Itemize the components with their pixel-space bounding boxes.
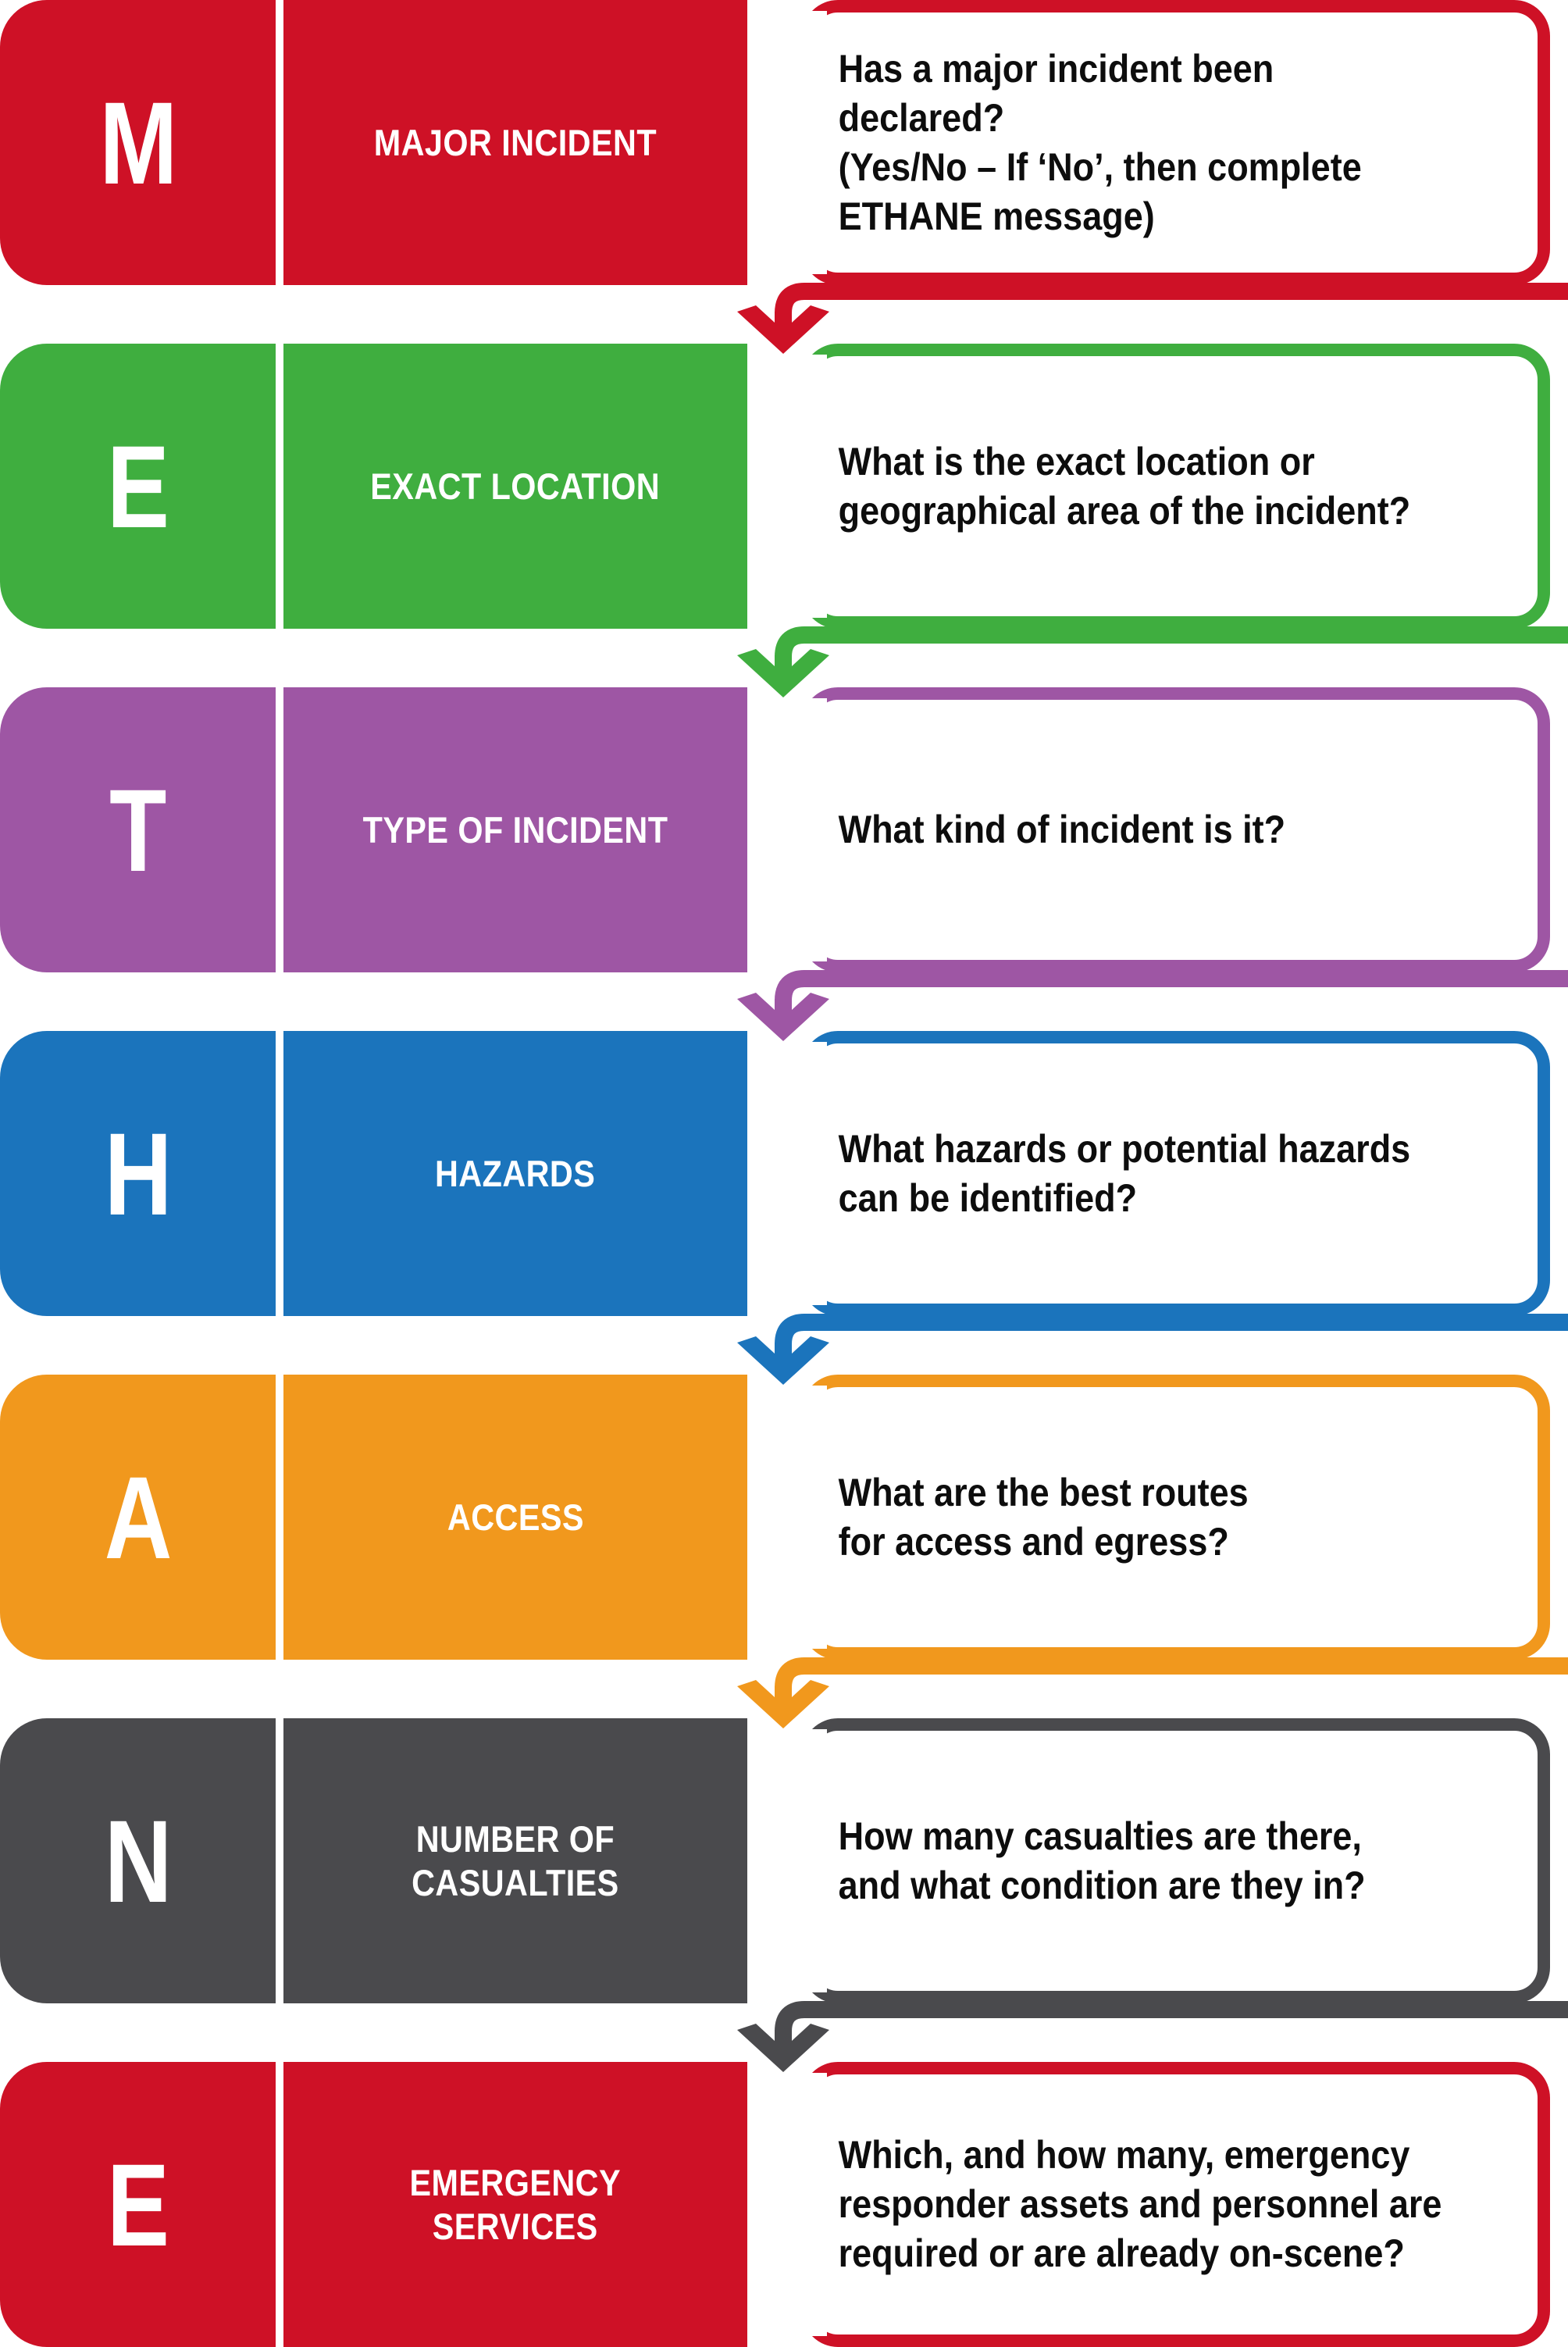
- letter-tile: E: [0, 344, 276, 629]
- methane-row-n-5: N NUMBER OF CASUALTIES How many casualties…: [0, 1718, 1568, 2003]
- question-text: What are the best routes for access and …: [838, 1470, 1249, 1564]
- label-tile: HAZARDS: [283, 1031, 747, 1316]
- arrow-shaft: [775, 283, 1568, 327]
- label-tile: NUMBER OF CASUALTIES: [283, 1718, 747, 2003]
- label-tile: EXACT LOCATION: [283, 344, 747, 629]
- arrow-shaft: [775, 1314, 1568, 1358]
- acronym-letter: N: [104, 1795, 173, 1927]
- acronym-letter: T: [109, 764, 166, 896]
- arrow-shaft: [775, 1657, 1568, 1702]
- question-text: How many casualties are there, and what …: [838, 1814, 1366, 1907]
- question-card: How many casualties are there, and what …: [800, 1718, 1550, 2003]
- methane-row-m-0: M MAJOR INCIDENT Has a major incident been…: [0, 0, 1568, 285]
- methane-row-a-4: A ACCESS What are the best routes for acce…: [0, 1375, 1568, 1660]
- letter-tile: T: [0, 687, 276, 972]
- acronym-letter: H: [104, 1108, 173, 1239]
- arrow-shaft: [775, 2001, 1568, 2046]
- label-text: HAZARDS: [435, 1152, 596, 1194]
- acronym-letter: E: [106, 2138, 169, 2270]
- methane-row-h-3: H HAZARDS What hazards or potential hazard…: [0, 1031, 1568, 1316]
- methane-row-e-6: E EMERGENCY SERVICES Which, and how many, …: [0, 2062, 1568, 2347]
- acronym-letter: A: [104, 1451, 173, 1583]
- label-tile: TYPE OF INCIDENT: [283, 687, 747, 972]
- label-text: EMERGENCY SERVICES: [409, 2162, 622, 2247]
- question-text: What hazards or potential hazards can be…: [838, 1126, 1411, 1220]
- label-text: MAJOR INCIDENT: [373, 121, 657, 163]
- acronym-letter: M: [98, 77, 177, 209]
- question-card: What kind of incident is it?: [800, 687, 1550, 972]
- label-tile: EMERGENCY SERVICES: [283, 2062, 747, 2347]
- letter-tile: E: [0, 2062, 276, 2347]
- question-card: What is the exact location or geographic…: [800, 344, 1550, 629]
- question-card: What hazards or potential hazards can be…: [800, 1031, 1550, 1316]
- question-card: Has a major incident been declared? (Yes…: [800, 0, 1550, 285]
- letter-tile: A: [0, 1375, 276, 1660]
- question-text: Which, and how many, emergency responder…: [838, 2133, 1442, 2275]
- label-text: ACCESS: [447, 1496, 584, 1538]
- methane-row-e-1: E EXACT LOCATION What is the exact locatio…: [0, 344, 1568, 629]
- label-text: NUMBER OF CASUALTIES: [412, 1818, 619, 1903]
- label-text: TYPE OF INCIDENT: [362, 808, 668, 851]
- question-text: What is the exact location or geographic…: [838, 439, 1411, 533]
- question-card: Which, and how many, emergency responder…: [800, 2062, 1550, 2347]
- letter-tile: M: [0, 0, 276, 285]
- question-text: Has a major incident been declared? (Yes…: [838, 46, 1362, 238]
- question-card: What are the best routes for access and …: [800, 1375, 1550, 1660]
- arrow-shaft: [775, 970, 1568, 1015]
- label-tile: MAJOR INCIDENT: [283, 0, 747, 285]
- arrow-shaft: [775, 626, 1568, 671]
- label-text: EXACT LOCATION: [370, 465, 661, 507]
- question-text: What kind of incident is it?: [838, 808, 1286, 851]
- label-tile: ACCESS: [283, 1375, 747, 1660]
- letter-tile: H: [0, 1031, 276, 1316]
- letter-tile: N: [0, 1718, 276, 2003]
- methane-row-t-2: T TYPE OF INCIDENT What kind of incident i…: [0, 687, 1568, 972]
- acronym-letter: E: [106, 420, 169, 552]
